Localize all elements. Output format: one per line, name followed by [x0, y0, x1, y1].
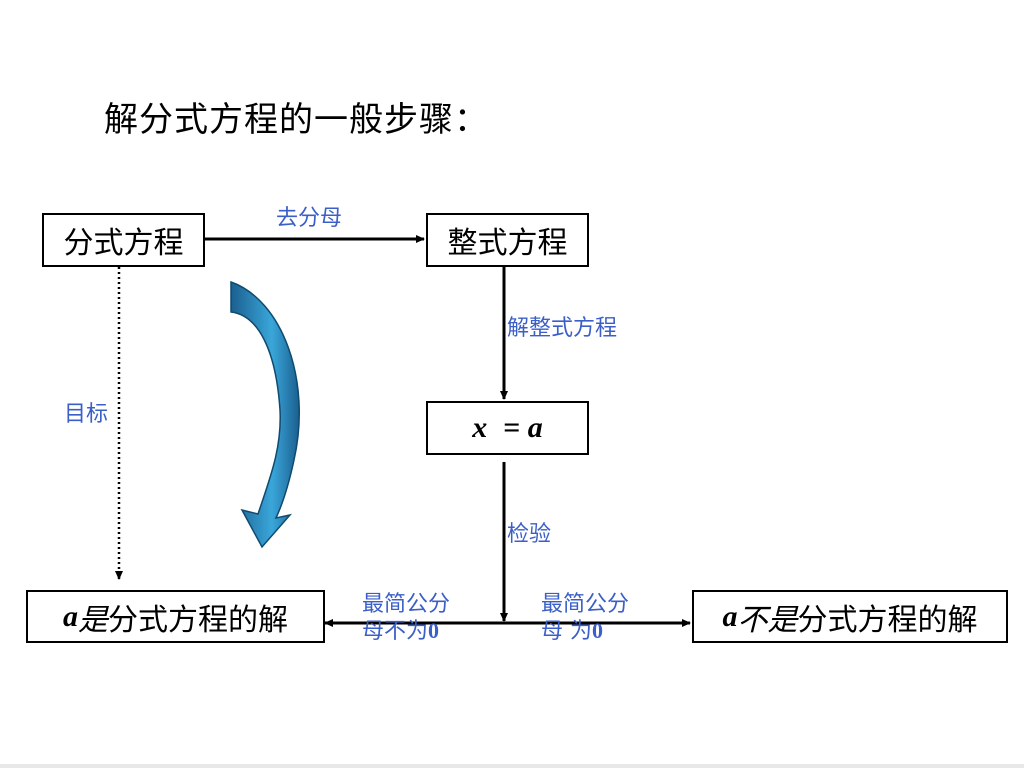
word-is: 是 [78, 602, 108, 638]
edge-label-lcd-zero-line2: 母 为0 [541, 618, 629, 645]
node-a-not-solution: a 不是 分式方程的解 [692, 590, 1008, 643]
bottom-divider [0, 764, 1024, 768]
edge-label-lcd-nonzero-zero: 0 [428, 618, 440, 644]
variable-a: a [527, 411, 543, 444]
edge-label-lcd-nonzero-line1: 最简公分 [362, 592, 451, 617]
edge-label-check: 检验 [507, 522, 552, 547]
equals-sign: = [503, 411, 528, 444]
edge-label-lcd-zero-line1: 最简公分 [541, 592, 630, 617]
node-integral-equation-label: 整式方程 [447, 226, 568, 261]
node-fractional-equation-label: 分式方程 [63, 226, 184, 261]
edge-label-remove-denominator: 去分母 [276, 206, 343, 231]
variable-a: a [722, 599, 738, 633]
node-a-not-solution-label: 分式方程的解 [797, 602, 978, 638]
node-fractional-equation: 分式方程 [42, 213, 205, 267]
edge-label-solve-integral: 解整式方程 [507, 316, 618, 341]
variable-a: a [63, 599, 78, 633]
variable-x: x [472, 411, 488, 444]
node-integral-equation: 整式方程 [426, 213, 589, 267]
node-a-is-solution: a 是 分式方程的解 [26, 590, 325, 643]
edge-label-lcd-nonzero: 最简公分 母不为0 [362, 592, 450, 646]
edge-label-lcd-zero-zero: 0 [592, 618, 603, 644]
node-a-is-solution-label: 分式方程的解 [108, 602, 288, 638]
page-title: 解分式方程的一般步骤： [104, 100, 489, 140]
edge-label-lcd-zero-text: 母 为 [541, 619, 592, 645]
edge-label-lcd-zero: 最简公分 母 为0 [541, 592, 629, 646]
edge-label-lcd-nonzero-line2: 母不为0 [362, 618, 450, 645]
edge-label-goal: 目标 [64, 402, 109, 427]
edge-label-lcd-nonzero-text: 母不为 [362, 619, 429, 645]
node-solution-x-equals-a: x = a [426, 401, 589, 455]
word-not-is: 不是 [737, 602, 798, 638]
curved-down-arrow-icon [230, 280, 301, 549]
